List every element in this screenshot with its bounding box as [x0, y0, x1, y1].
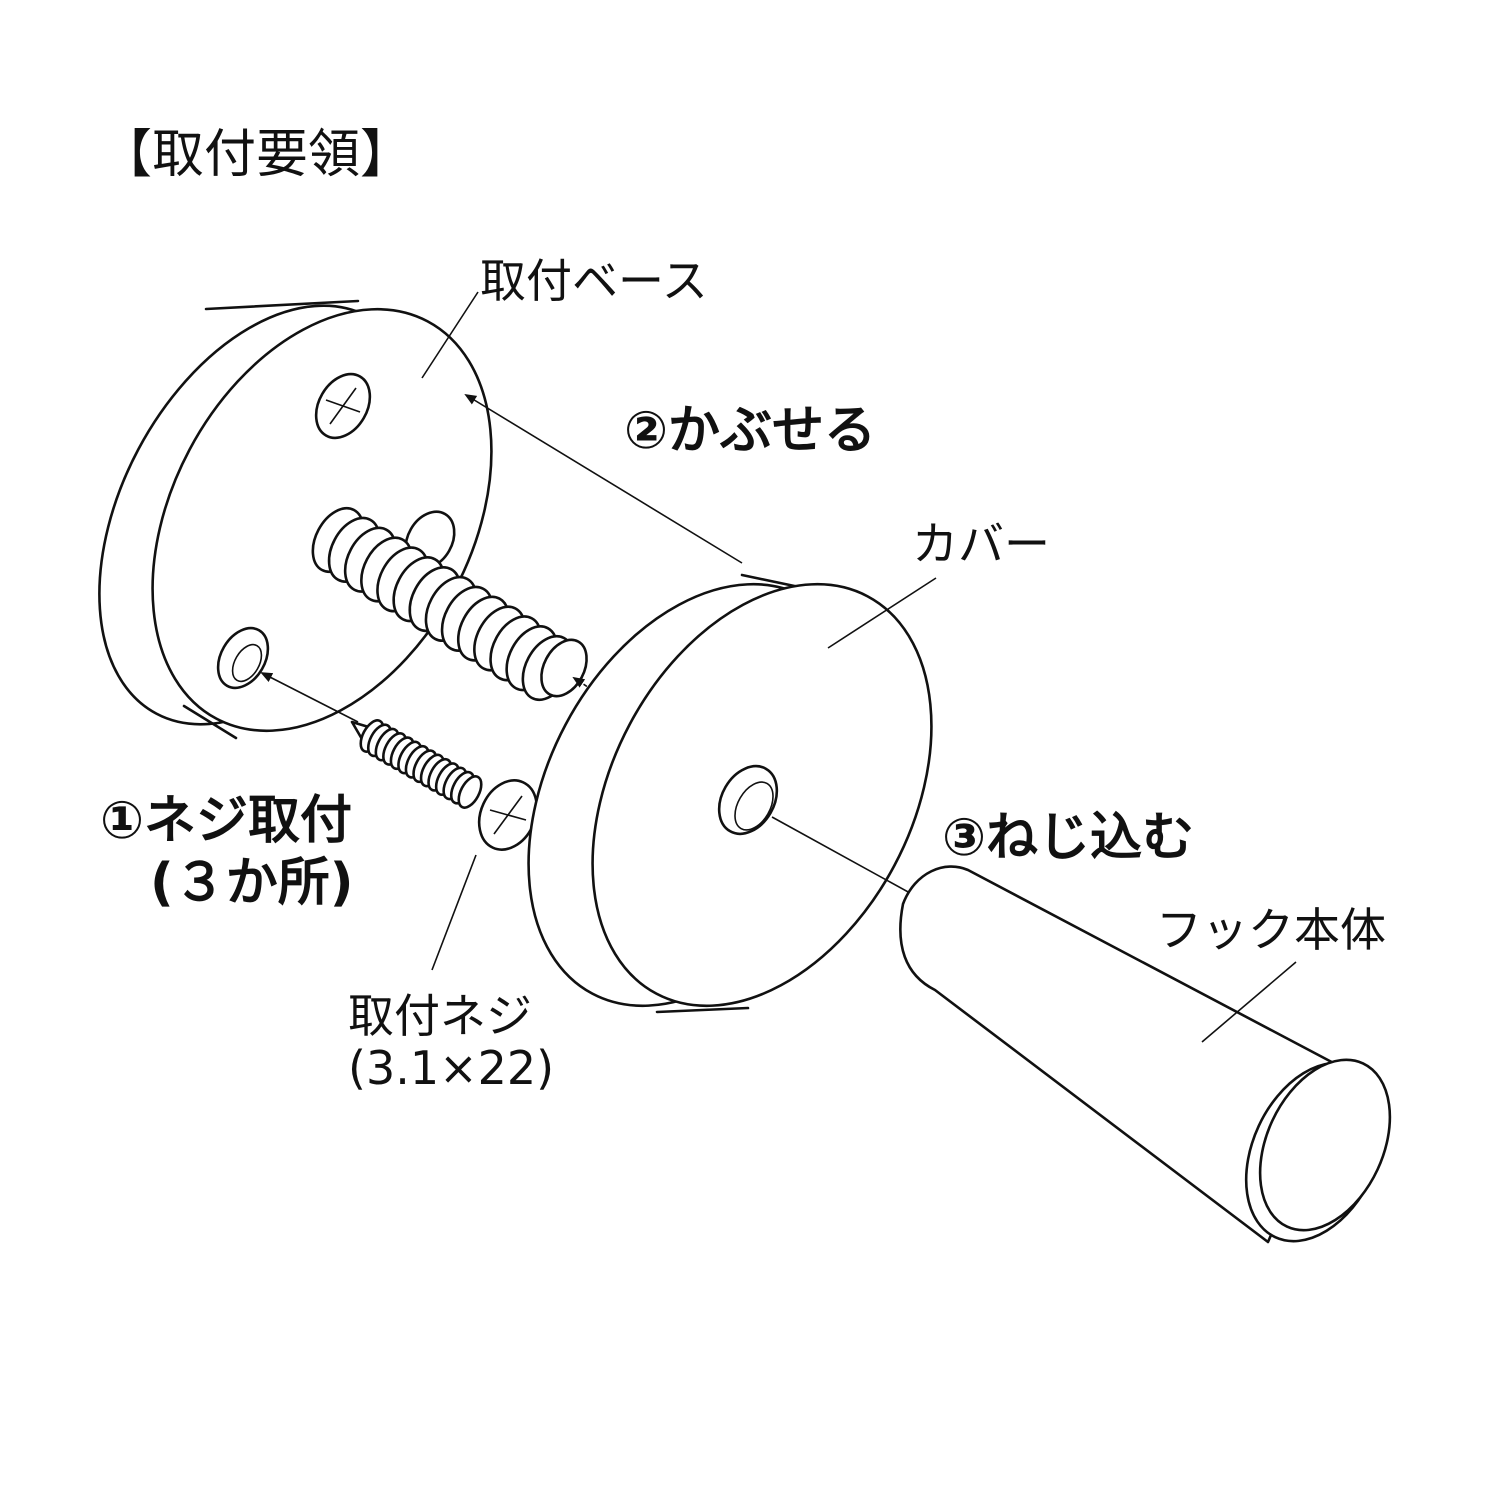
thread-ring: [457, 775, 483, 809]
label-screw-size: (3.1×22): [348, 1041, 554, 1095]
leader-base: [421, 291, 479, 379]
threaded-stud: [311, 506, 588, 702]
label-hook-body: フック本体: [1156, 903, 1386, 957]
mounting-screw: [350, 719, 483, 809]
cover-center-hole: [717, 764, 779, 836]
mounting-base: [98, 299, 493, 740]
cover: [527, 573, 933, 1014]
arrow-cover-to-base: [464, 393, 743, 564]
axis-line-cover-to-hook: [771, 816, 911, 894]
label-base: 取付ベース: [480, 254, 708, 308]
step-1-count: (３か所): [150, 853, 354, 913]
base-screw-hole-bottom: [216, 626, 270, 690]
leader-hook-body: [1201, 961, 1297, 1043]
step-3-label: ③ねじ込む: [942, 808, 1194, 868]
label-cover: カバー: [912, 517, 1050, 571]
step-1-label: ①ネジ取付: [100, 791, 352, 851]
arrow-screw-to-base: [260, 672, 359, 723]
mounting-screw-head: [477, 779, 539, 851]
leader-cover: [827, 577, 937, 649]
step-2-label: ②かぶせる: [624, 401, 876, 461]
base-screw-hole-top: [314, 372, 372, 440]
label-screw: 取付ネジ: [348, 989, 532, 1043]
hook-body: [899, 865, 1392, 1244]
page-title: 【取付要領】: [100, 125, 412, 185]
leader-screw: [431, 854, 477, 971]
